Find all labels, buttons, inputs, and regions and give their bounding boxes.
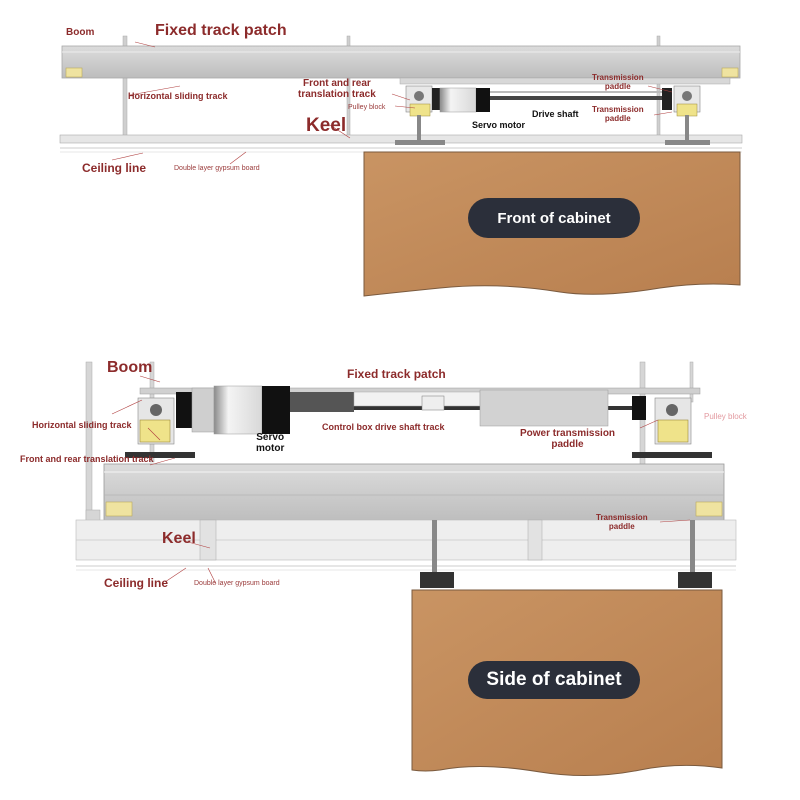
top-label-keel: Keel — [306, 115, 347, 136]
top-cabinet-pill: Front of cabinet — [468, 198, 640, 238]
top-label-transmission-paddle-2: Transmission paddle — [592, 105, 644, 124]
top-pulley-right — [673, 85, 701, 117]
bottom-label-horizontal-sliding-track: Horizontal sliding track — [32, 420, 132, 430]
bottom-pulley-right — [654, 397, 692, 445]
bottom-label-ptp-line2: paddle — [551, 439, 584, 450]
bottom-label-front-rear-translation: Front and rear translation track — [20, 454, 154, 464]
bottom-power-box — [479, 389, 609, 427]
top-label-transmission-paddle-1: Transmission paddle — [592, 73, 644, 92]
bottom-control-box — [290, 392, 354, 412]
top-label-tp2-line2: paddle — [604, 113, 631, 123]
top-label-gypsum-board: Double layer gypsum board — [174, 165, 260, 172]
bottom-label-control-box-drive-shaft-track: Control box drive shaft track — [322, 422, 445, 432]
bottom-label-ceiling-line: Ceiling line — [104, 576, 169, 590]
bottom-label-pulley-block: Pulley block — [704, 412, 747, 421]
bottom-pulley-left — [137, 397, 175, 445]
bottom-label-boom: Boom — [107, 359, 153, 376]
bottom-leader-lines — [111, 375, 691, 585]
bottom-label-gypsum-board: Double layer gypsum board — [194, 580, 280, 587]
bottom-label-transmission-paddle: Transmission paddle — [596, 513, 648, 532]
bottom-label-tp-line1: Transmission — [596, 513, 648, 522]
top-leader-lines — [111, 41, 673, 165]
top-label-pulley-block: Pulley block — [348, 104, 386, 111]
top-fixed-track — [61, 45, 741, 79]
bottom-fixed-track — [103, 463, 725, 523]
bottom-label-servo-line1: Servo — [256, 432, 285, 443]
bottom-boom-rod-right-2 — [689, 361, 694, 403]
top-label-ftt-line1: Front and rear — [303, 78, 371, 89]
bottom-servo-motor — [176, 385, 290, 435]
bottom-boom-rod-left — [85, 361, 93, 523]
top-label-servo-motor: Servo motor — [472, 120, 526, 130]
top-label-drive-shaft: Drive shaft — [532, 109, 579, 119]
bottom-label-fixed-track-patch: Fixed track patch — [347, 367, 446, 381]
bottom-label-power-transmission-paddle: Power transmission paddle — [520, 428, 615, 450]
bottom-label-servo-motor: Servo motor — [256, 432, 284, 454]
top-label-ceiling-line: Ceiling line — [82, 161, 147, 175]
top-label-tp2-line1: Transmission — [592, 105, 644, 114]
bottom-label-ptp-line1: Power transmission — [520, 428, 616, 439]
top-drive-shaft — [490, 96, 670, 100]
top-label-tp1-line1: Transmission — [592, 73, 644, 82]
bottom-cabinet-pill: Side of cabinet — [468, 661, 640, 699]
top-servo-motor — [432, 87, 490, 113]
bottom-yellow-pad-left — [105, 501, 133, 517]
top-label-fixed-track-patch: Fixed track patch — [155, 22, 287, 39]
top-yellow-pad-left — [65, 67, 83, 78]
top-label-tp1-line2: paddle — [604, 81, 631, 91]
top-yellow-pad-right — [721, 67, 739, 78]
bottom-yellow-pad-right — [695, 501, 723, 517]
bottom-label-tp-line2: paddle — [608, 521, 635, 531]
top-label-front-rear-translation: Front and rear translation track — [298, 78, 376, 100]
top-label-boom: Boom — [66, 27, 95, 38]
top-label-ftt-line2: translation track — [298, 89, 376, 100]
top-pulley-left — [405, 85, 433, 117]
top-label-horizontal-sliding-track: Horizontal sliding track — [128, 91, 228, 101]
bottom-label-servo-line2: motor — [256, 443, 285, 454]
bottom-label-keel: Keel — [162, 530, 196, 547]
